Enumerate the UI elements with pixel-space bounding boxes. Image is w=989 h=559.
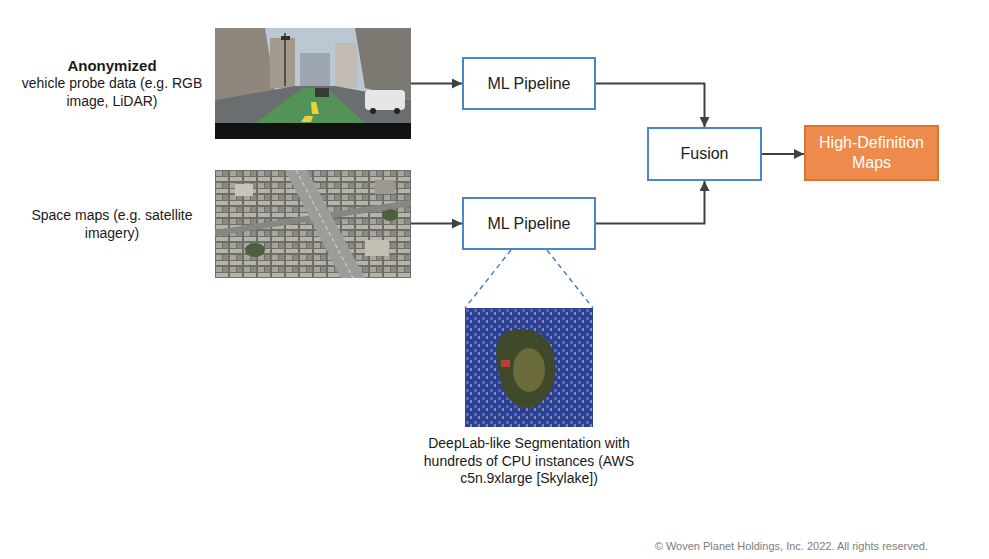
input-label: vehicle probe data (e.g. RGB image, LiDA…	[17, 75, 207, 110]
wheel	[394, 108, 400, 114]
sky	[215, 28, 411, 139]
building	[235, 184, 253, 196]
trees	[245, 243, 265, 257]
park-clearing	[513, 348, 545, 392]
flow-arrow	[596, 181, 705, 224]
copyright-note: © Woven Planet Holdings, Inc. 2022. All …	[655, 540, 928, 554]
highway-line	[296, 170, 353, 278]
caption-group: Space maps (e.g. satellite imagery)	[17, 207, 207, 242]
road	[215, 86, 411, 123]
park	[496, 329, 555, 408]
input-label: Space maps (e.g. satellite imagery)	[17, 207, 207, 242]
segmentation-image: DeepLab-like Segmentation with hundreds …	[465, 308, 593, 427]
building	[355, 28, 411, 100]
building	[375, 180, 395, 194]
traffic-light	[281, 36, 290, 40]
wheel	[370, 108, 376, 114]
lane-overlay	[255, 88, 365, 123]
box-label: ML Pipeline	[487, 214, 570, 234]
trees	[382, 209, 398, 221]
probe-image: Anonymizedvehicle probe data (e.g. RGB i…	[215, 28, 411, 139]
highway	[285, 170, 365, 278]
car	[365, 90, 405, 110]
flow-arrow	[411, 223, 462, 225]
caption-group: DeepLab-like Segmentation with hundreds …	[404, 435, 654, 488]
lane-mark	[301, 116, 313, 122]
flow-arrow	[596, 84, 705, 128]
flow-arrow	[762, 153, 804, 155]
dashcam-photo	[215, 28, 411, 139]
lane-mark	[311, 102, 319, 114]
city-blocks	[215, 170, 411, 278]
process-box: ML Pipeline	[462, 57, 596, 110]
output-box: High-Definition Maps	[804, 125, 939, 181]
building	[270, 38, 295, 88]
satellite-photo	[215, 170, 411, 278]
segmentation-map	[465, 308, 593, 427]
box-label: ML Pipeline	[487, 74, 570, 94]
box-label: Fusion	[680, 144, 728, 164]
caption-text: DeepLab-like Segmentation with hundreds …	[404, 435, 654, 488]
building	[365, 240, 389, 256]
caption-group: Anonymizedvehicle probe data (e.g. RGB i…	[17, 57, 207, 111]
segment-area	[465, 308, 593, 427]
dashboard	[215, 123, 411, 139]
building	[300, 53, 330, 88]
zoom-callout-line	[465, 250, 593, 308]
box-label: High-Definition Maps	[812, 133, 931, 173]
process-box: Fusion	[647, 127, 762, 181]
satellite-image: Space maps (e.g. satellite imagery)	[215, 170, 411, 278]
segment-patch	[501, 360, 510, 367]
building	[335, 43, 357, 88]
car	[315, 88, 329, 97]
process-box: ML Pipeline	[462, 197, 596, 250]
input-label: Anonymized	[17, 57, 207, 76]
signal-pole	[284, 33, 286, 86]
flow-arrow	[411, 83, 462, 85]
building	[215, 28, 275, 100]
